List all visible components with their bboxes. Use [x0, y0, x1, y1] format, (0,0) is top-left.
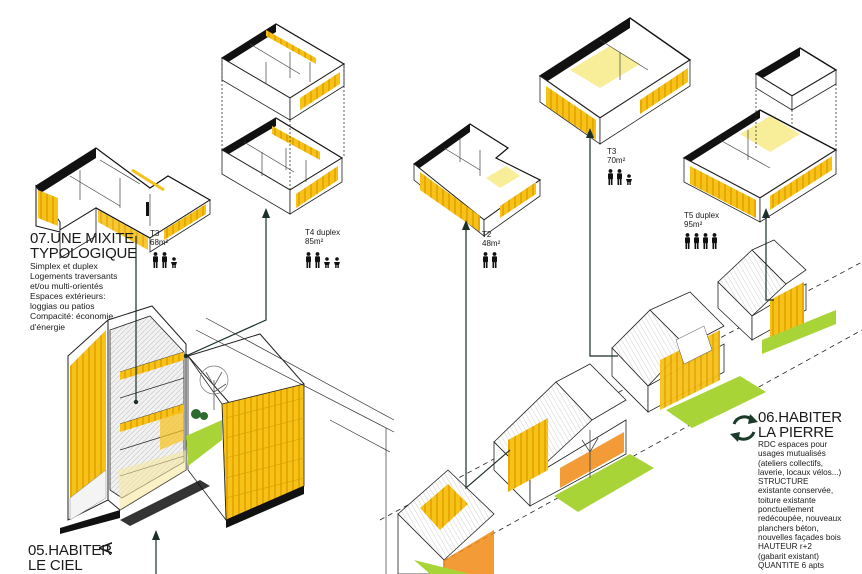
unit-label-t2-48: T2 48m² [482, 230, 500, 248]
section-07-body-line: d'énergie [30, 321, 66, 332]
plan-t4-duplex-lower [220, 117, 344, 215]
adult-icon [306, 252, 311, 268]
unit-area: 85m² [305, 237, 324, 246]
section-06-body-line: RDC espaces pour [758, 440, 828, 449]
leader-lines-right [462, 128, 774, 490]
child-icon [324, 257, 330, 268]
plan-t5-duplex-upper [754, 47, 838, 111]
section-06-body: RDC espaces pour usages mutualisés (atel… [758, 440, 862, 570]
house-front [397, 469, 495, 574]
tower-building [60, 305, 187, 534]
plan-t5-duplex-lower [682, 109, 838, 223]
family-icon [152, 252, 178, 268]
section-07-body-line: Logements traversants [30, 271, 118, 282]
unit-label-t5-95: T5 duplex 95m² [684, 211, 719, 229]
section-06-body-line: redécoupée, nouveaux [758, 514, 842, 524]
section-06-title: 06.HABITER LA PIERRE [758, 410, 842, 440]
unit-area: 95m² [684, 220, 703, 229]
house-far [717, 239, 836, 354]
family-icon [607, 169, 633, 185]
child-icon [171, 257, 177, 268]
adult-icon [492, 252, 497, 268]
unit-type: T3 [607, 147, 617, 156]
unit-type: T3 [150, 229, 160, 238]
leader-lines-left [133, 208, 270, 574]
plan-t4-duplex-upper [220, 23, 346, 121]
child-icon [334, 257, 340, 268]
adult-icon [703, 233, 708, 249]
section-07-title: 07.UNE MIXITE TYPOLOGIQUE [30, 231, 137, 261]
section-06-body-line: nouvelles façades bois [758, 532, 841, 542]
section-05-title-line2: LE CIEL [28, 557, 83, 574]
section-06-body-line: HAUTEUR r+2 [758, 542, 812, 552]
section-06-title-line2: LA PIERRE [758, 424, 834, 441]
plan-t3-68 [35, 147, 212, 259]
adult-icon [153, 252, 158, 268]
section-07-body-line: loggias ou patios [30, 301, 95, 312]
section-06-body-line: QUANTITE 6 apts [758, 560, 824, 570]
section-07-body-line: Simplex et duplex [30, 261, 98, 271]
recycle-arrows-icon [730, 414, 758, 442]
adult-icon [685, 233, 690, 249]
a-glyph-icon: A [96, 542, 116, 554]
section-07-title-line1: 07.UNE MIXITE [30, 230, 135, 247]
adult-icon [712, 233, 717, 249]
section-06-body-line: toiture existante [758, 495, 816, 505]
adult-icon [483, 252, 488, 268]
section-07-body-line: Compacité: économie [30, 311, 114, 322]
unit-area: 68m² [150, 238, 169, 247]
section-06-title-line1: 06.HABITER [758, 409, 842, 426]
child-icon [626, 174, 632, 185]
section-06-body-line: existante conservée, [758, 486, 834, 496]
adult-icon [617, 169, 622, 185]
section-07-body-line: et/ou multi-orientés [30, 281, 104, 292]
section-06-body-line: ponctuellement [758, 505, 814, 515]
plan-t3-70 [538, 17, 692, 145]
section-06-body-line: planchers béton, [758, 523, 819, 533]
family-icon [684, 233, 718, 249]
adult-icon [162, 252, 167, 268]
family-icon [305, 252, 341, 268]
house-mid [611, 291, 766, 428]
unit-label-t4-85: T4 duplex 85m² [305, 228, 340, 246]
adult-icon [315, 252, 320, 268]
unit-type: T4 duplex [305, 228, 341, 237]
section-06-body-line: (gabarit existant) [758, 551, 819, 561]
bar-building [186, 333, 305, 528]
unit-area: 48m² [482, 239, 501, 248]
section-07-body-line: Espaces extérieurs: [30, 291, 106, 302]
unit-area: 70m² [607, 156, 626, 165]
section-06-body-line: (ateliers collectifs, [758, 458, 824, 468]
unit-label-t3-70: T3 70m² [607, 147, 625, 165]
adult-icon [694, 233, 699, 249]
section-05-title-line1: 05.HABITER [28, 542, 112, 559]
unit-type: T2 [482, 230, 492, 239]
section-05-title: 05.HABITER LE CIEL [28, 543, 112, 573]
couple-icon [482, 252, 498, 268]
section-07-title-line2: TYPOLOGIQUE [30, 245, 137, 262]
section-07-body: Simplex et duplex Logements traversants … [30, 261, 150, 332]
section-06-body-line: usages mutualisés [758, 449, 826, 459]
house-near [493, 363, 654, 512]
section-06-body-line: laverie, locaux vélos...) [758, 467, 842, 477]
section-06-body-line: STRUCTURE [758, 477, 809, 487]
adult-icon [608, 169, 613, 185]
unit-type: T5 duplex [684, 211, 720, 220]
unit-label-t3-68: T3 68m² [150, 229, 168, 247]
plan-t2-48 [413, 123, 542, 237]
